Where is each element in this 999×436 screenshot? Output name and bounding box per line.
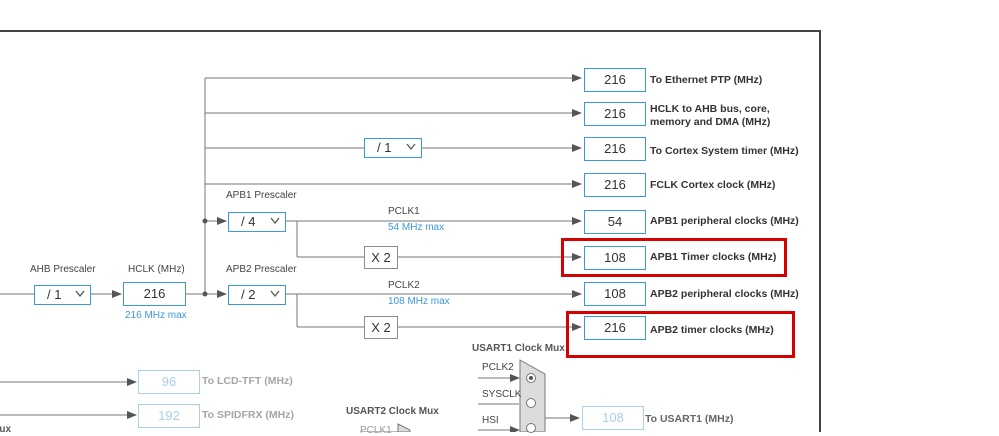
apb2-timer-label: APB2 timer clocks (MHz): [650, 324, 774, 336]
left-mux-label: Mux: [0, 424, 11, 435]
pclk2-max: 108 MHz max: [388, 296, 450, 307]
lcd-tft-output[interactable]: 96: [138, 370, 200, 394]
ahb-prescaler-value: / 1: [47, 287, 62, 302]
chevron-down-icon: [270, 290, 280, 298]
lcd-tft-label: To LCD-TFT (MHz): [202, 375, 293, 387]
apb2-timer-multiplier: X 2: [364, 316, 398, 339]
apb2-prescaler-value: / 2: [241, 287, 256, 302]
pclk2-label: PCLK2: [388, 280, 420, 291]
usart1-output[interactable]: 108: [582, 406, 644, 430]
ethernet-ptp-label: To Ethernet PTP (MHz): [650, 74, 763, 86]
spdifrx-label: To SPIDFRX (MHz): [202, 409, 294, 421]
hclk-max: 216 MHz max: [125, 310, 187, 321]
usart1-radio-pclk2[interactable]: [526, 373, 536, 383]
apb1-prescaler-value: / 4: [241, 214, 256, 229]
hclk-input[interactable]: 216: [123, 282, 186, 306]
usart1-input-sysclk: SYSCLK: [482, 389, 522, 400]
cortex-prescaler-select[interactable]: / 1: [364, 138, 422, 158]
fclk-label: FCLK Cortex clock (MHz): [650, 179, 776, 191]
ahb-prescaler-title: AHB Prescaler: [30, 264, 96, 275]
highlight-apb1-timer: [561, 238, 787, 277]
cortex-timer-label: To Cortex System timer (MHz): [650, 145, 799, 157]
usart1-input-pclk2: PCLK2: [482, 362, 514, 373]
chevron-down-icon: [270, 217, 280, 225]
spdifrx-output[interactable]: 192: [138, 404, 200, 428]
apb1-periph-output[interactable]: 54: [584, 210, 646, 234]
chevron-down-icon: [75, 290, 85, 298]
usart2-input-pclk1: PCLK1: [360, 425, 392, 436]
usart1-radio-sysclk[interactable]: [526, 398, 536, 408]
apb1-timer-label: APB1 Timer clocks (MHz): [650, 251, 777, 263]
apb1-periph-label: APB1 peripheral clocks (MHz): [650, 215, 799, 227]
hclk-ahb-label: HCLK to AHB bus, core, memory and DMA (M…: [650, 103, 771, 128]
hclk-ahb-output[interactable]: 216: [584, 102, 646, 126]
apb2-prescaler-title: APB2 Prescaler: [226, 264, 297, 275]
apb1-prescaler-select[interactable]: / 4: [228, 212, 286, 232]
pclk1-max: 54 MHz max: [388, 222, 445, 233]
apb2-prescaler-select[interactable]: / 2: [228, 285, 286, 305]
hclk-title: HCLK (MHz): [128, 264, 185, 275]
usart1-input-hsi: HSI: [482, 415, 499, 426]
apb2-timer-output[interactable]: 216: [584, 316, 646, 340]
ethernet-ptp-output[interactable]: 216: [584, 68, 646, 92]
highlight-apb2-timer: [566, 311, 795, 358]
apb2-periph-output[interactable]: 108: [584, 282, 646, 306]
chevron-down-icon: [406, 143, 416, 151]
usart1-label: To USART1 (MHz): [645, 413, 734, 425]
apb2-periph-label: APB2 peripheral clocks (MHz): [650, 288, 799, 300]
fclk-output[interactable]: 216: [584, 173, 646, 197]
usart1-mux-title: USART1 Clock Mux: [472, 343, 565, 354]
pclk1-label: PCLK1: [388, 206, 420, 217]
apb1-timer-multiplier: X 2: [364, 246, 398, 269]
apb1-timer-output[interactable]: 108: [584, 246, 646, 270]
cortex-prescaler-value: / 1: [377, 140, 392, 155]
cortex-timer-output[interactable]: 216: [584, 137, 646, 161]
usart2-mux-title: USART2 Clock Mux: [346, 406, 439, 417]
ahb-prescaler-select[interactable]: / 1: [34, 285, 91, 305]
apb1-prescaler-title: APB1 Prescaler: [226, 190, 297, 201]
